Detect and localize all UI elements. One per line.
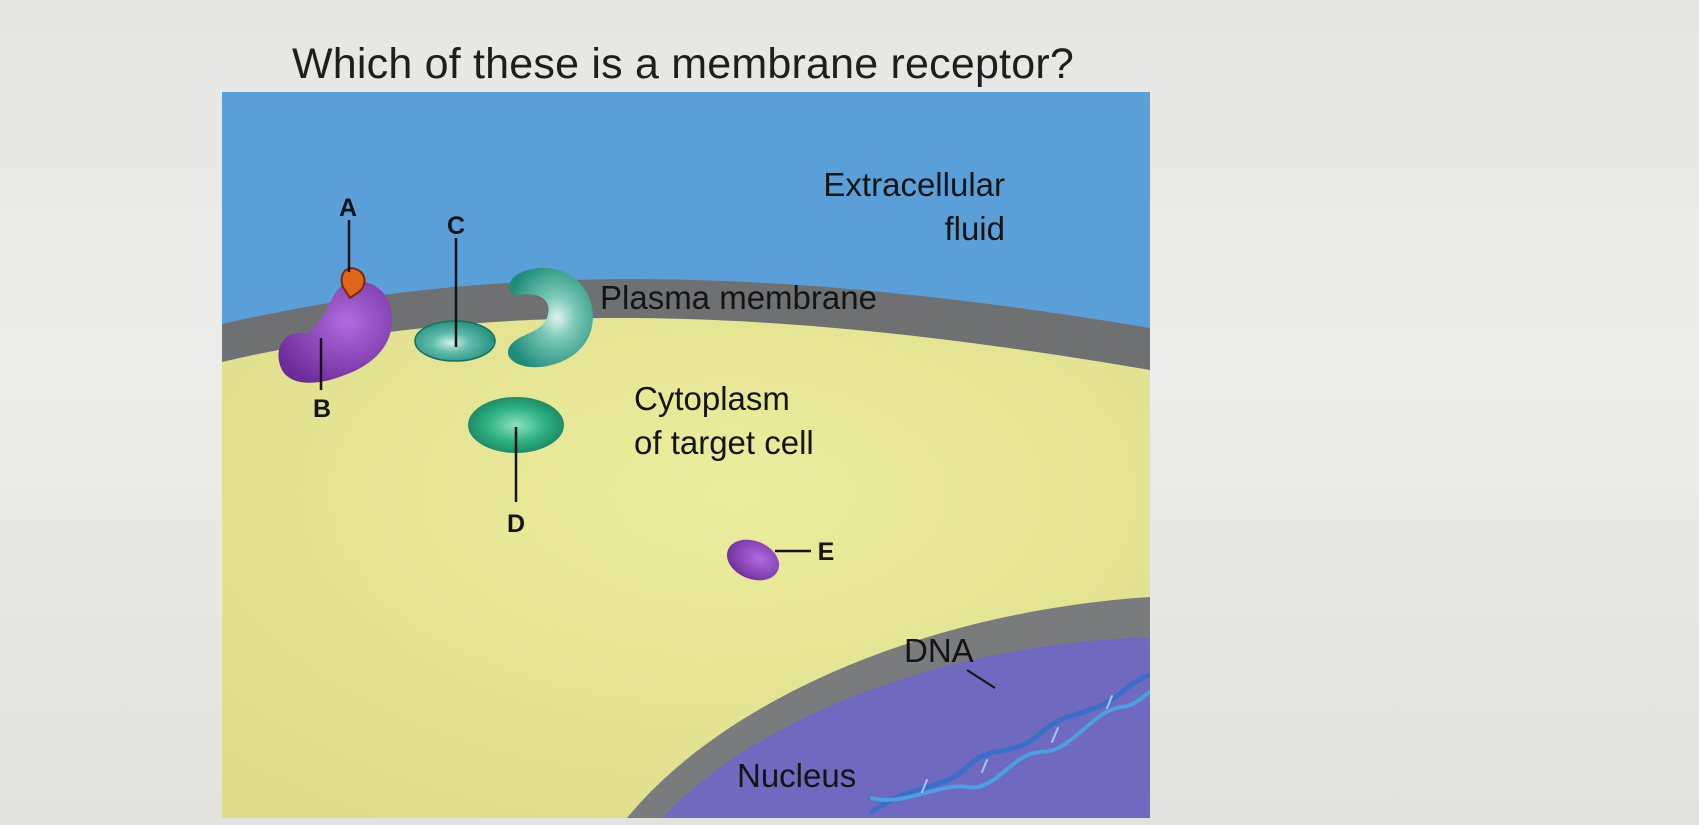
teal-bean-protein	[507, 267, 593, 368]
question-text: Which of these is a membrane receptor?	[292, 40, 1074, 88]
label-dna: DNA	[904, 632, 974, 669]
nucleus-region	[662, 637, 1150, 818]
choice-label-b: B	[313, 395, 331, 423]
dna-helix-icon	[869, 672, 1150, 815]
label-cytoplasm-line2: of target cell	[634, 424, 814, 461]
label-extracellular-line1: Extracellular	[823, 166, 1005, 203]
choice-label-c: C	[447, 212, 465, 240]
diagram-svg: Extracellular fluid Plasma membrane Cyto…	[222, 92, 1150, 818]
purple-membrane-protein	[278, 281, 393, 383]
label-extracellular-line2: fluid	[944, 210, 1005, 247]
purple-small-molecule	[726, 539, 780, 581]
green-cytoplasmic-protein	[468, 397, 564, 453]
label-plasma-membrane: Plasma membrane	[600, 279, 877, 316]
dna-pointer-line	[966, 669, 996, 689]
choice-label-a: A	[339, 194, 357, 222]
label-nucleus: Nucleus	[737, 757, 856, 794]
cell-signaling-diagram: Extracellular fluid Plasma membrane Cyto…	[222, 92, 1150, 818]
label-cytoplasm-line1: Cytoplasm	[634, 380, 790, 417]
choice-label-d: D	[507, 510, 525, 538]
choice-label-e: E	[818, 538, 835, 566]
ligand-molecule	[340, 267, 366, 300]
